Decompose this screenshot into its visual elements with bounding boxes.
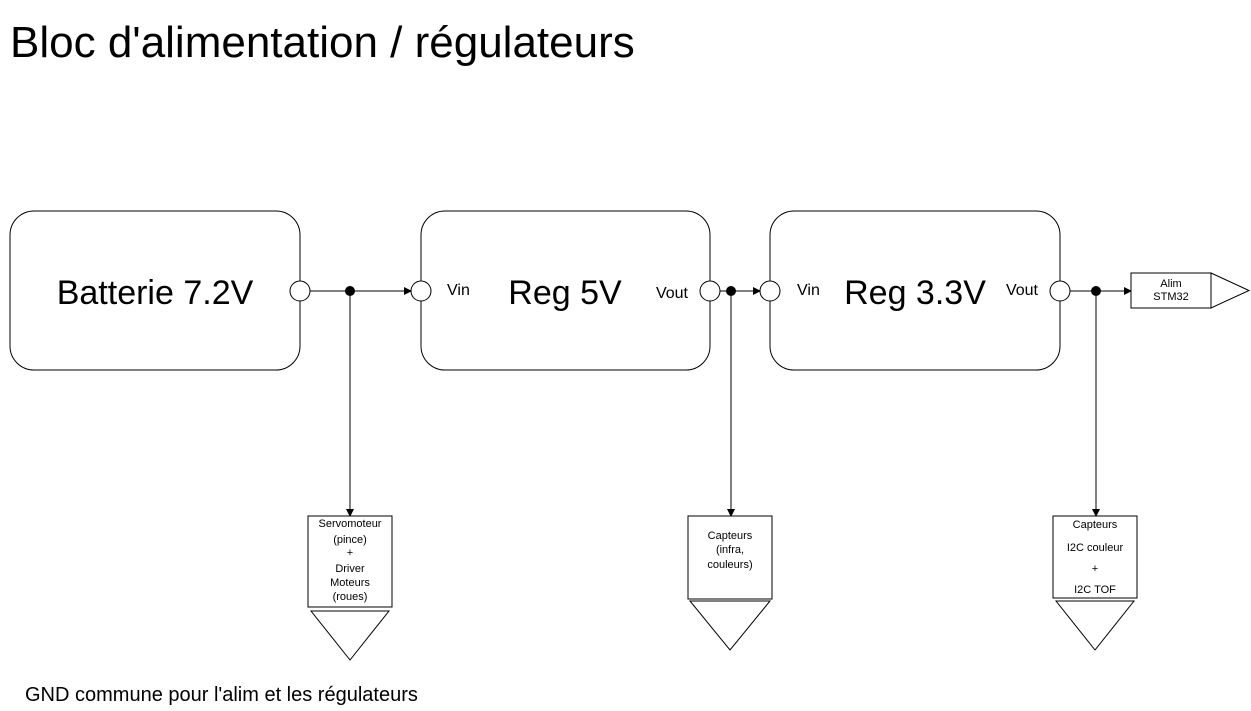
reg-5v-vout-label: Vout xyxy=(656,285,689,302)
stm32-output-pin[interactable]: Alim STM32 xyxy=(1130,272,1251,309)
page-title: Bloc d'alimentation / régulateurs xyxy=(10,18,635,67)
motors-line-5: Moteurs xyxy=(330,577,370,589)
reg-3v3-vin-label: Vin xyxy=(797,282,820,299)
motors-line-6: (roues) xyxy=(333,591,368,603)
load-sensors-5v[interactable]: Capteurs (infra, couleurs) xyxy=(687,515,773,651)
reg-5v-block[interactable]: Reg 5V Vin Vout xyxy=(420,210,711,371)
sensors-5v-line-2: (infra, xyxy=(716,544,744,556)
reg-3v3-output-port[interactable] xyxy=(1049,280,1071,302)
battery-output-port[interactable] xyxy=(289,280,311,302)
sensors-5v-line-1: Capteurs xyxy=(708,530,753,542)
reg-3v3-block[interactable]: Reg 3.3V Vin Vout xyxy=(769,210,1061,371)
reg-5v-vin-label: Vin xyxy=(447,282,470,299)
motors-line-3: + xyxy=(347,547,353,559)
sensors-3v3-line-4: I2C TOF xyxy=(1074,584,1116,596)
battery-block[interactable]: Batterie 7.2V xyxy=(9,210,301,371)
stm32-label-line2: STM32 xyxy=(1153,291,1188,303)
reg-3v3-vout-label: Vout xyxy=(1006,282,1039,299)
reg-5v-output-port[interactable] xyxy=(699,280,721,302)
sensors-5v-line-3: couleurs) xyxy=(707,559,752,571)
sensors-3v3-line-2: I2C couleur xyxy=(1067,542,1124,554)
reg-5v-label: Reg 5V xyxy=(508,274,622,312)
reg-3v3-input-port[interactable] xyxy=(759,280,781,302)
gnd-footnote: GND commune pour l'alim et les régulateu… xyxy=(25,684,418,706)
load-motors[interactable]: Servomoteur (pince) + Driver Moteurs (ro… xyxy=(307,515,393,661)
motors-line-1: Servomoteur xyxy=(319,518,382,530)
motors-line-4: Driver xyxy=(335,563,365,575)
sensors-3v3-line-3: + xyxy=(1092,563,1098,575)
reg-3v3-label: Reg 3.3V xyxy=(844,274,986,312)
reg-5v-input-port[interactable] xyxy=(410,280,432,302)
sensors-3v3-line-1: Capteurs xyxy=(1073,519,1118,531)
load-sensors-3v3[interactable]: Capteurs I2C couleur + I2C TOF xyxy=(1052,515,1138,651)
stm32-label-line1: Alim xyxy=(1160,278,1181,290)
motors-line-2: (pince) xyxy=(333,534,367,546)
battery-label: Batterie 7.2V xyxy=(57,274,254,312)
